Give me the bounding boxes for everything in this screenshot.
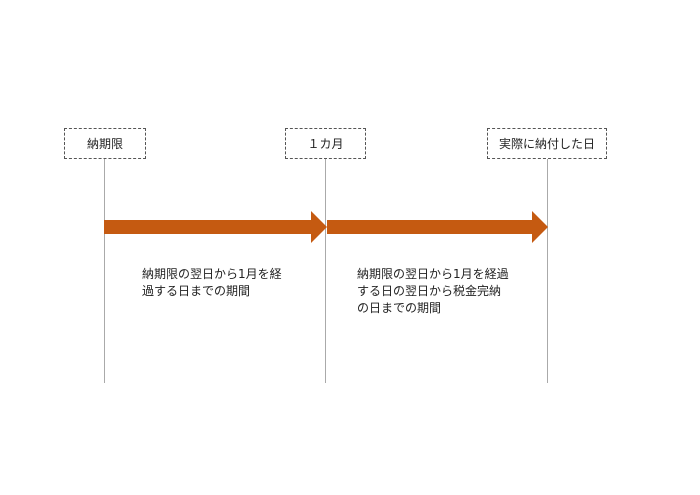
milestone-payment-date: 実際に納付した日 bbox=[487, 128, 607, 159]
milestone-one-month: １カ月 bbox=[285, 128, 366, 159]
period-label-2: 納期限の翌日から1月を経過 する日の翌日から税金完納 の日までの期間 bbox=[357, 267, 509, 315]
timeline-line-deadline bbox=[104, 159, 105, 383]
period-arrow-2 bbox=[327, 211, 548, 243]
period-label-1: 納期限の翌日から1月を経 過する日までの期間 bbox=[142, 267, 282, 298]
period-arrow-1 bbox=[104, 211, 327, 243]
milestone-deadline: 納期限 bbox=[64, 128, 146, 159]
timeline-line-payment-date bbox=[547, 159, 548, 383]
timeline-line-one-month bbox=[325, 159, 326, 383]
